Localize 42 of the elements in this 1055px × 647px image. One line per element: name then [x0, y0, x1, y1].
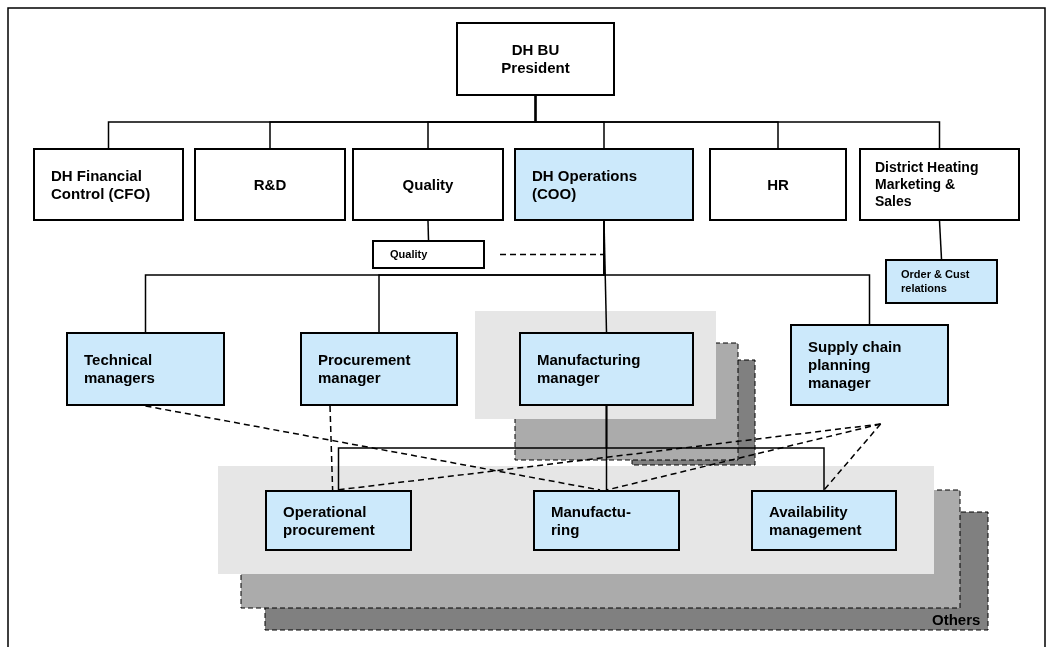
org-box — [859, 148, 1020, 221]
org-box — [33, 148, 184, 221]
dashed-connector — [329, 405, 334, 491]
org-box — [194, 148, 346, 221]
role-label: DH Financial Control (CFO) — [51, 166, 151, 203]
dashed-connector — [144, 405, 601, 491]
connector-line — [534, 95, 941, 149]
org-box — [265, 490, 412, 551]
role-label: District Heating Marketing & Sales — [875, 159, 980, 210]
org-box — [790, 324, 949, 406]
connector-line — [938, 220, 943, 260]
org-box — [514, 148, 694, 221]
role-label: Manufacturing manager — [537, 351, 642, 387]
role-label: Quality — [390, 247, 428, 262]
org-box — [66, 332, 225, 406]
org-box — [456, 22, 615, 96]
role-label: Order & Cust relations — [901, 268, 971, 295]
role-label: Procurement manager — [318, 351, 412, 387]
org-box — [352, 148, 504, 221]
role-label: Manufactu- ring — [551, 502, 632, 539]
org-box — [372, 240, 485, 269]
role-label: DH Operations (COO) — [532, 166, 638, 203]
role-label: Technical managers — [84, 351, 156, 387]
connector-line — [427, 220, 430, 241]
role-label: DH BU President — [500, 41, 571, 77]
dashed-connector — [823, 423, 882, 491]
dashed-connector — [336, 423, 882, 491]
role-label: Quality — [402, 175, 454, 194]
role-label: R&D — [253, 175, 287, 194]
org-box — [709, 148, 847, 221]
org-box — [751, 490, 897, 551]
connector-line — [605, 405, 825, 491]
org-box — [519, 332, 694, 406]
role-label: Supply chain planning manager — [808, 338, 903, 392]
role-label: Operational procurement — [283, 502, 376, 539]
org-box — [885, 259, 998, 304]
dashed-connector — [605, 423, 882, 491]
layer-label: Others — [932, 611, 981, 628]
role-label: Availability management — [769, 502, 863, 539]
role-label: HR — [767, 175, 789, 194]
org-box — [533, 490, 680, 551]
org-box — [300, 332, 458, 406]
